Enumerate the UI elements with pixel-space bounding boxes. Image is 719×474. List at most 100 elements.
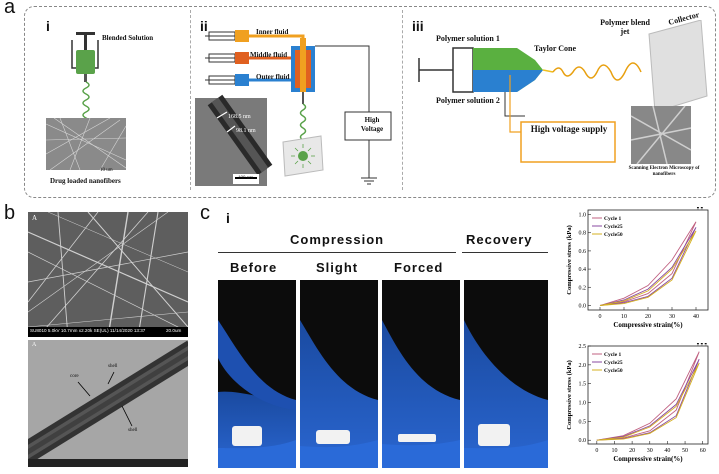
ground-icon xyxy=(361,177,377,185)
y-tick-label: 0.4 xyxy=(579,267,587,273)
x-tick-label: 30 xyxy=(647,448,653,454)
outer-fluid-label: Outer fluid xyxy=(256,73,290,81)
series-line xyxy=(596,351,700,441)
y-axis-label: Compressive stress (kPa) xyxy=(566,360,573,429)
photo-forced xyxy=(382,280,460,468)
y-tick-label: 1.0 xyxy=(579,213,587,219)
heading-rule xyxy=(218,252,456,253)
recovery-heading: Recovery xyxy=(466,232,533,247)
legend-entry: Cycle 1 xyxy=(604,352,622,358)
polymer-solution-2-label: Polymer solution 2 xyxy=(436,96,500,105)
panel-a-i-label: i xyxy=(46,18,50,34)
syringe-icon xyxy=(205,30,249,42)
photo-slight xyxy=(300,280,378,468)
y-tick-label: 2.5 xyxy=(579,344,587,350)
y-tick-label: 0.5 xyxy=(579,419,587,425)
x-axis-label: Compressive strain(%) xyxy=(613,455,683,463)
y-tick-label: 0.2 xyxy=(579,285,587,291)
electrospinning-schematic xyxy=(45,32,127,171)
x-axis-label: Compressive strain(%) xyxy=(613,321,683,329)
series-line xyxy=(596,362,700,441)
divider xyxy=(190,10,191,190)
inner-fluid-label: Inner fluid xyxy=(256,28,289,36)
divider xyxy=(402,10,403,190)
taylor-cone-label: Taylor Cone xyxy=(534,44,577,53)
compression-photos xyxy=(218,280,548,468)
sem-caption: Scanning Electron Microscopy of nanofibe… xyxy=(628,166,700,177)
x-tick-label: 30 xyxy=(669,314,675,320)
sem-scale-label: 20.0um xyxy=(166,328,182,333)
hv-supply-label: High voltage supply xyxy=(530,124,608,134)
nanofibers-caption: Drug loaded nanofibers xyxy=(50,177,121,185)
y-tick-label: 0.0 xyxy=(579,438,587,444)
x-tick-label: 20 xyxy=(645,314,651,320)
compression-heading: Compression xyxy=(290,232,385,247)
panel-a-iii-label: iii xyxy=(412,18,424,34)
x-tick-label: 60 xyxy=(700,448,706,454)
legend-entry: Cycle25 xyxy=(604,360,623,366)
before-heading: Before xyxy=(230,260,278,275)
scale-bar-label: 100 nm xyxy=(238,176,254,181)
x-tick-label: 0 xyxy=(595,448,598,454)
x-tick-label: 50 xyxy=(682,448,688,454)
x-tick-label: 40 xyxy=(693,314,699,320)
x-tick-label: 0 xyxy=(599,314,602,320)
photo-before xyxy=(218,280,296,468)
hv-supply-box xyxy=(520,121,616,163)
y-tick-label: 0.8 xyxy=(579,231,587,237)
fiber-jet xyxy=(82,81,90,125)
y-tick-label: 0.6 xyxy=(579,249,587,255)
panel-a-letter: a xyxy=(4,0,16,18)
x-tick-label: 40 xyxy=(664,448,670,454)
polymer-solution-1-label: Polymer solution 1 xyxy=(436,34,500,43)
panel-a-frame xyxy=(24,6,716,198)
dimension-label: 98.1 nm xyxy=(236,128,256,134)
panel-c-letter: c xyxy=(200,202,210,224)
x-tick-label: 10 xyxy=(611,448,617,454)
dimension-label: 168.5 nm xyxy=(228,114,251,120)
series-line xyxy=(596,358,700,441)
panel-a-ii-label: ii xyxy=(200,18,208,34)
legend-entry: Cycle25 xyxy=(604,224,623,230)
legend-entry: Cycle50 xyxy=(604,368,623,374)
panel-c-i-label: i xyxy=(226,210,230,226)
y-tick-label: 1.5 xyxy=(579,382,587,388)
series-line xyxy=(599,221,697,306)
high-voltage-label: High Voltage xyxy=(360,116,384,133)
tem-panel-label: A xyxy=(32,342,37,348)
x-tick-label: 20 xyxy=(629,448,635,454)
syringe-icon xyxy=(205,74,249,86)
scale-bar-label: 10 um xyxy=(100,168,113,173)
syringe-icon xyxy=(71,32,99,82)
polymer-blend-jet-label: Polymer blend jet xyxy=(600,18,650,36)
y-tick-label: 0.0 xyxy=(579,303,587,309)
tem-micrograph: A core shell shell xyxy=(28,340,188,467)
y-tick-label: 2.0 xyxy=(579,363,587,369)
collector-plate xyxy=(648,20,708,113)
legend-entry: Cycle 1 xyxy=(604,216,622,222)
sem-info-bar: SU8010 5.0kV 10.7mm x2.20k SE(UL) 11/14/… xyxy=(30,328,146,333)
y-tick-label: 1.0 xyxy=(579,401,587,407)
x-tick-label: 10 xyxy=(621,314,627,320)
stress-strain-chart-iii: 0 10 20 30 40 50 60 0.0 0.5 1.0 1.5 2.0 2.5Compressi… xyxy=(566,344,709,463)
forced-heading: Forced xyxy=(394,260,444,275)
legend-entry: Cycle50 xyxy=(604,232,623,238)
panel-b-letter: b xyxy=(4,202,16,224)
series-line xyxy=(599,227,697,306)
coaxial-schematic xyxy=(195,30,392,186)
polymer-jet xyxy=(552,62,642,81)
series-line xyxy=(599,230,697,306)
heading-rule xyxy=(462,252,548,253)
photo-recovery xyxy=(464,280,548,468)
slight-heading: Slight xyxy=(316,260,359,275)
blend-electrospinning-schematic xyxy=(418,20,708,165)
high-voltage-box xyxy=(344,111,392,141)
core-label: core xyxy=(70,374,79,379)
middle-fluid-label: Middle fluid xyxy=(250,51,288,59)
syringe-body xyxy=(452,47,474,93)
y-axis-label: Compressive stress (kPa) xyxy=(566,225,573,294)
syringe-icon xyxy=(205,52,249,64)
blended-solution-label: Blended Solution xyxy=(102,34,154,42)
shell-label: shell xyxy=(108,364,118,369)
